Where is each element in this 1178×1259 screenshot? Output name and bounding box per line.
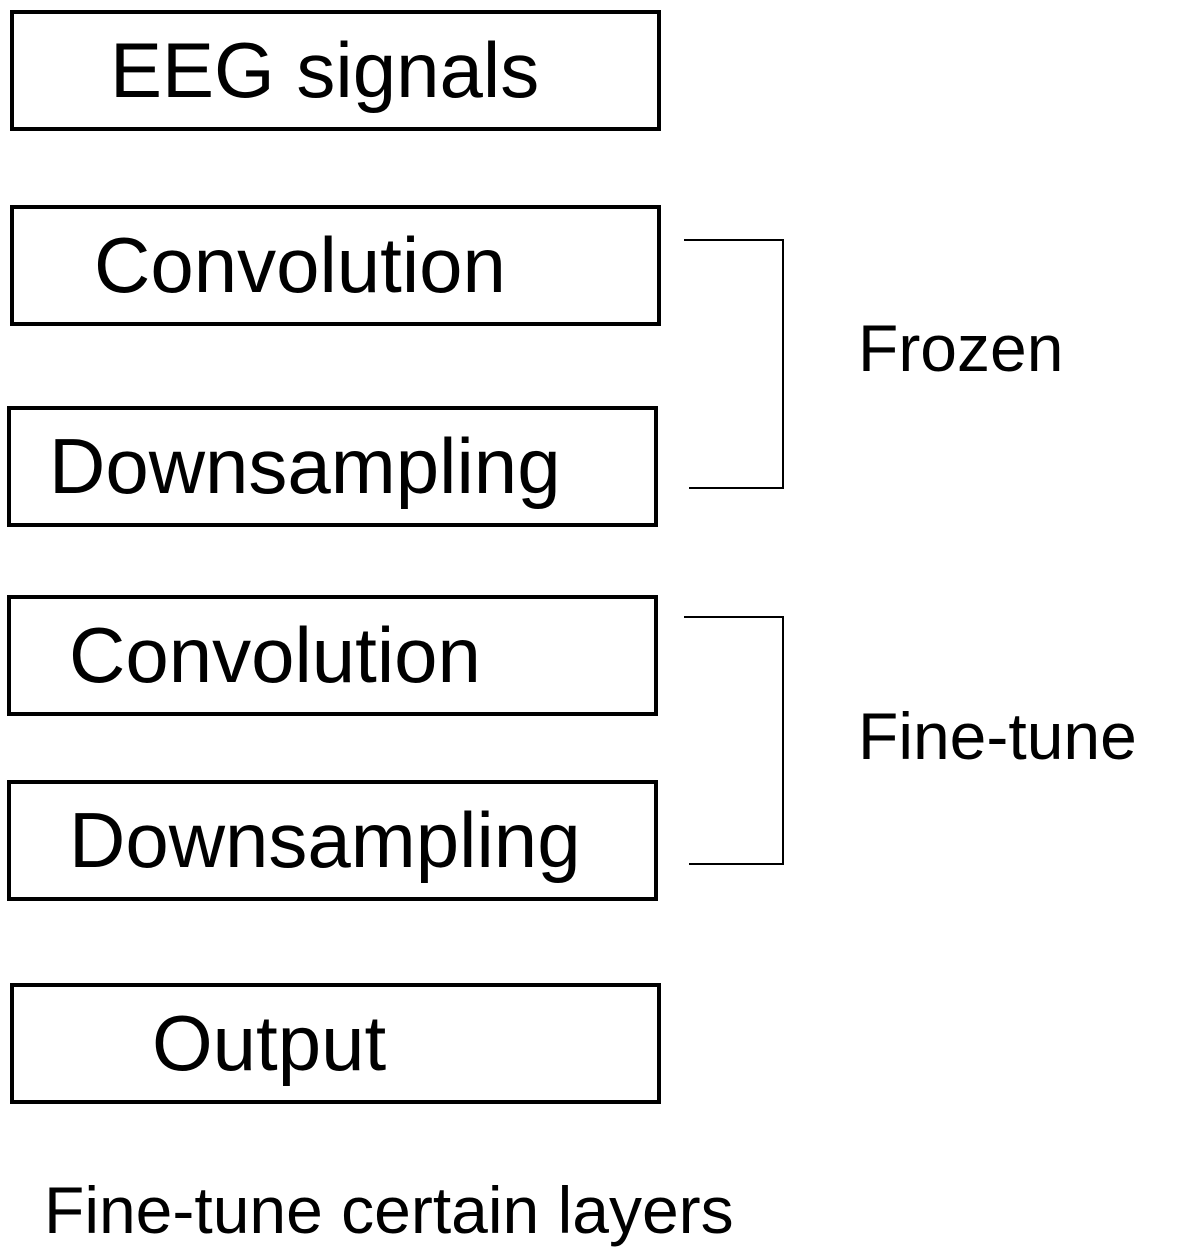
layer-label-downsampling-1: Downsampling <box>49 422 561 510</box>
layer-box-eeg-signals: EEG signals <box>10 10 661 131</box>
layer-label-eeg-signals: EEG signals <box>110 26 540 114</box>
group-label-frozen: Frozen <box>858 311 1064 385</box>
layer-label-convolution-2: Convolution <box>69 611 481 699</box>
layer-box-convolution-2: Convolution <box>7 595 658 716</box>
layer-box-downsampling-1: Downsampling <box>7 406 658 527</box>
layer-label-downsampling-2: Downsampling <box>69 796 581 884</box>
group-label-fine-tune: Fine-tune <box>858 699 1137 773</box>
layer-box-output: Output <box>10 983 661 1104</box>
layer-box-downsampling-2: Downsampling <box>7 780 658 901</box>
layer-label-output: Output <box>152 999 387 1087</box>
diagram-caption: Fine-tune certain layers <box>44 1173 734 1247</box>
finetune-bracket-line <box>684 616 784 865</box>
frozen-bracket-line <box>684 239 784 489</box>
layer-box-convolution-1: Convolution <box>10 205 661 326</box>
layer-label-convolution-1: Convolution <box>94 221 506 309</box>
